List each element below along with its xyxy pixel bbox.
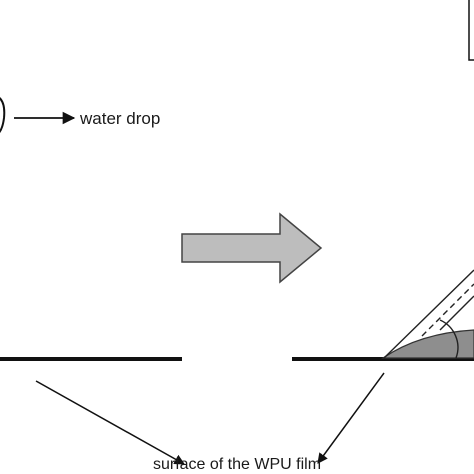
process-arrow-icon [181, 212, 323, 284]
contact-angle-tangent-line [383, 269, 474, 359]
surface-pointer-arrow-left [35, 380, 185, 465]
contact-angle-arc [439, 319, 459, 359]
surface-pointer-arrow-right [317, 372, 385, 464]
instrument-edge [468, 0, 474, 61]
contact-angle-secondary-line [439, 295, 474, 331]
contact-angle-guide-line [421, 283, 474, 337]
spread-drop-shape [381, 329, 474, 359]
water-drop-label: water drop [79, 109, 160, 128]
water-drop-shape [0, 97, 6, 134]
surface-label: surface of the WPU film [153, 456, 321, 473]
